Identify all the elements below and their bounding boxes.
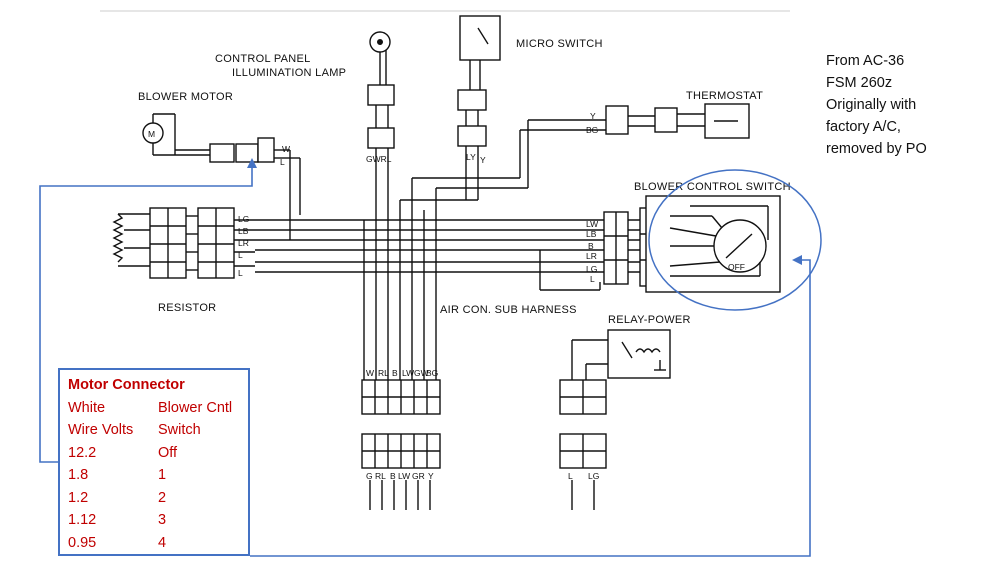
switch-wire-4: LR (586, 251, 597, 261)
resistor-label: RESISTOR (158, 302, 216, 314)
resistor-wire-3: LR (238, 238, 249, 248)
table-row: 12.2 Off (68, 442, 240, 465)
note-line-4: factory A/C, (826, 119, 901, 135)
row-switch: Off (158, 444, 178, 461)
relay-wire-l: L (568, 471, 573, 481)
switch-wire-1: LW (586, 219, 598, 229)
harness-bottom-4: LW (398, 471, 410, 481)
harness-top-5: GW (414, 368, 429, 378)
resistor-wire-2: LB (238, 226, 249, 236)
header-blower-cntl: Blower Cntl (158, 399, 233, 416)
thermo-wire-bg: BG (586, 125, 598, 135)
harness-top-3: B (392, 368, 398, 378)
micro-wire-y: Y (480, 155, 486, 165)
table-row: 1.2 2 (68, 487, 240, 510)
thermostat (520, 103, 750, 139)
annotation-arrow-motor (39, 158, 257, 463)
harness-top-2: RL (378, 368, 389, 378)
sub-harness-connector (361, 379, 441, 510)
resistor-wire-5: L (238, 268, 243, 278)
table-header-row-2: Wire Volts Switch (68, 419, 240, 442)
row-volts: 12.2 (68, 444, 97, 461)
row-volts: 1.2 (68, 489, 89, 506)
header-white: White (68, 399, 106, 416)
harness-bottom-3: B (390, 471, 396, 481)
row-volts: 1.12 (68, 512, 97, 528)
micro-switch-label: MICRO SWITCH (516, 38, 603, 50)
illumination-lamp-label: ILLUMINATION LAMP (232, 67, 346, 79)
blower-control-switch-label: BLOWER CONTROL SWITCH (634, 181, 791, 193)
harness-bottom-6: Y (428, 471, 434, 481)
header-wire-volts: Wire Volts (68, 422, 134, 438)
resistor (112, 207, 255, 279)
thermostat-label: THERMOSTAT (686, 90, 763, 102)
micro-switch (457, 15, 501, 147)
row-volts: 1.8 (68, 467, 89, 483)
note-line-5: removed by PO (826, 141, 927, 157)
switch-off-label: OFF (728, 262, 745, 272)
switch-highlight-circle (648, 169, 822, 311)
note-line-1: From AC-36 (826, 53, 905, 69)
blower-motor: M (142, 113, 290, 163)
blower-control-switch (603, 195, 781, 293)
motor-wire-w: W (282, 144, 290, 154)
switch-wire-2: LB (586, 229, 597, 239)
table-row: 1.12 3 (68, 509, 240, 532)
switch-wire-5: LG (586, 264, 597, 274)
table-row: 1.8 1 (68, 464, 240, 487)
harness-bottom-5: GR (412, 471, 425, 481)
table-header-row-1: White Blower Cntl (68, 397, 240, 420)
motor-connector-table: Motor Connector White Blower Cntl Wire V… (58, 368, 250, 556)
header-switch: Switch (158, 422, 201, 438)
harness-bottom-1: G (366, 471, 373, 481)
relay-power-label: RELAY-POWER (608, 314, 691, 326)
switch-wire-6: L (590, 274, 595, 284)
row-volts: 0.95 (68, 534, 97, 551)
relay-power (559, 329, 671, 510)
note-line-3: Originally with (826, 97, 917, 113)
row-switch: 3 (158, 512, 167, 528)
svg-text:M: M (148, 129, 155, 139)
harness-trunk (255, 120, 640, 380)
harness-top-1: W (366, 368, 374, 378)
motor-wire-l: L (280, 157, 285, 167)
illumination-lamp (367, 31, 395, 149)
note-line-2: FSM 260z (826, 75, 893, 91)
lamp-wires: GWRL (366, 154, 392, 164)
switch-wire-3: B (588, 241, 594, 251)
micro-wire-ly: LY (466, 152, 476, 162)
source-note: From AC-36 FSM 260z Originally with fact… (826, 50, 996, 160)
motor-connector-title: Motor Connector (68, 377, 185, 393)
table-row: 0.95 4 (68, 532, 240, 555)
harness-bottom-2: RL (375, 471, 386, 481)
row-switch: 4 (158, 534, 167, 551)
relay-wire-lg: LG (588, 471, 599, 481)
thermo-wire-y: Y (590, 111, 596, 121)
resistor-wire-4: L (238, 250, 243, 260)
blower-motor-label: BLOWER MOTOR (138, 91, 233, 103)
harness-top-6: BG (426, 368, 438, 378)
row-switch: 1 (158, 467, 167, 483)
control-panel-label: CONTROL PANEL (215, 53, 311, 65)
annotation-arrow-switch (250, 255, 811, 557)
row-switch: 2 (158, 489, 167, 506)
resistor-wire-1: LG (238, 214, 249, 224)
harness-top-4: LW (402, 368, 414, 378)
air-con-sub-harness-label: AIR CON. SUB HARNESS (440, 304, 577, 316)
